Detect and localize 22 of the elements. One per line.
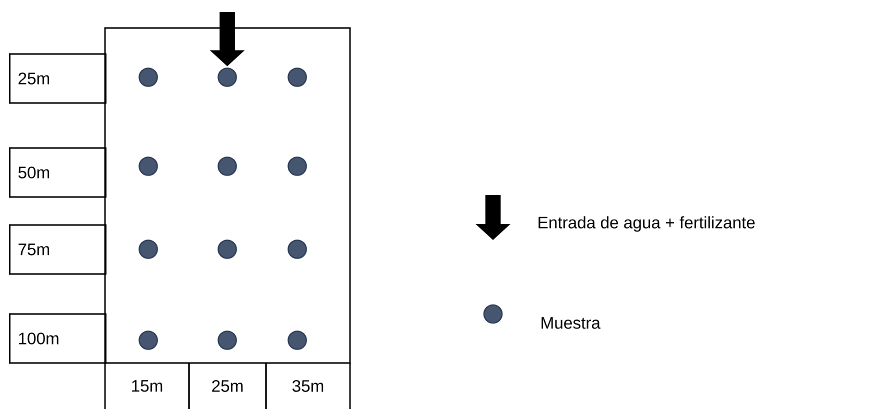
sample-dot (218, 68, 237, 87)
sample-dot (138, 330, 158, 350)
sample-dot (218, 330, 237, 350)
sample-dot (138, 68, 158, 87)
sample-dot (218, 156, 237, 176)
table-cell: 35m (265, 362, 351, 409)
distance-box: 100m (9, 313, 106, 364)
sample-dot (138, 240, 158, 259)
sample-dot (288, 240, 307, 259)
table-cell: 25m (188, 362, 267, 409)
distance-box: 25m (9, 53, 106, 104)
sample-dot (288, 330, 307, 350)
table-cell: 15m (104, 362, 190, 409)
sample-dot (288, 156, 307, 176)
distance-box: 50m (9, 147, 106, 198)
sample-dot (218, 240, 237, 259)
sample-dot (138, 156, 158, 176)
field-rectangle (104, 27, 351, 364)
legend-text: Muestra (542, 317, 600, 329)
distance-box: 75m (9, 224, 106, 275)
legend-text: Entrada de agua + fertilizante (538, 216, 755, 232)
sample-dot (288, 68, 307, 87)
